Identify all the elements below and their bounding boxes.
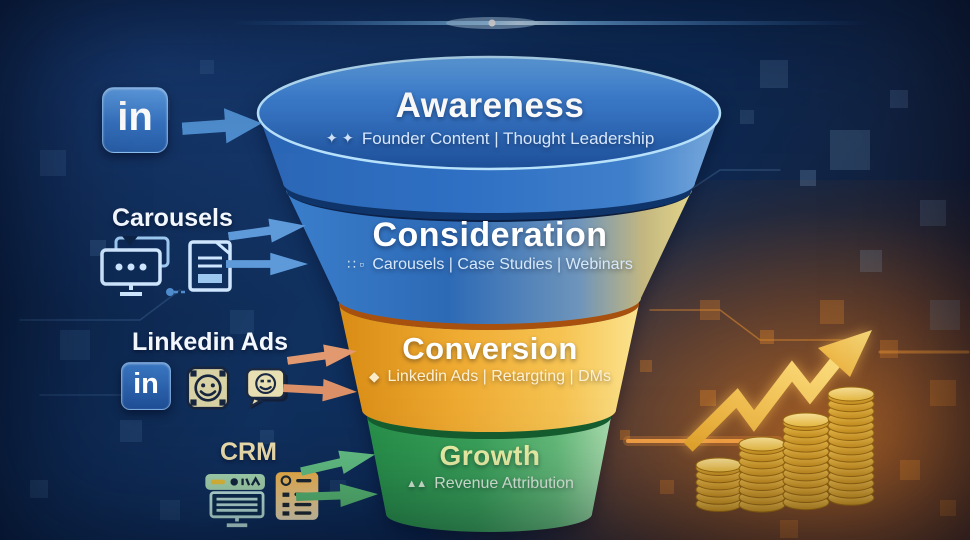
sparkles-icon: ✦ ✦: [325, 131, 354, 147]
stage-title-awareness: Awareness: [395, 86, 585, 125]
linkedin-logo-text: in: [117, 94, 153, 139]
source-label-linkedin-ads: Linkedin Ads: [132, 328, 289, 356]
source-label-crm: CRM: [220, 438, 277, 466]
diamond-cursor-icon: ◆: [369, 369, 380, 384]
funnel-top-opening: [256, 55, 722, 171]
stage-subtitle-conversion: ◆ Linkedin Ads | Retargting | DMs: [369, 368, 611, 385]
funnel-stage-consideration: [286, 190, 692, 324]
stage-title-growth: Growth: [439, 440, 541, 471]
funnel-stage-growth: [367, 417, 611, 532]
funnel-stage-conversion: [339, 304, 639, 432]
stage-subtitle-awareness: ✦ ✦ Founder Content | Thought Leadership: [325, 129, 655, 148]
linkedin-logo: in: [102, 87, 168, 153]
revenue-growth-graphic: [683, 330, 875, 513]
stage-subtitle-consideration: ∷ ▫ Carousels | Case Studies | Webinars: [347, 256, 633, 273]
growth-arrow-icon: [683, 330, 872, 452]
carousel-mini-icon: ∷ ▫: [347, 257, 365, 272]
stage-title-conversion: Conversion: [402, 331, 578, 366]
people-icon: ▲▲: [406, 478, 427, 490]
crm-monitor-icon: [205, 474, 265, 528]
source-label-carousels: Carousels: [112, 204, 233, 232]
stage-subtitle-growth: ▲▲ Revenue Attribution: [406, 475, 574, 492]
funnel-stage-awareness: [258, 113, 720, 213]
carousel-icons: [100, 236, 232, 296]
linkedin-badge-icon: in: [121, 362, 171, 410]
chat-smiley-icon: [245, 367, 288, 410]
smiley-target-icon: [186, 366, 230, 410]
coin-stacks: [695, 386, 875, 513]
funnel-graphic: [256, 55, 722, 532]
light-streak-decoration: [230, 17, 870, 29]
stage-title-consideration: Consideration: [372, 216, 608, 254]
